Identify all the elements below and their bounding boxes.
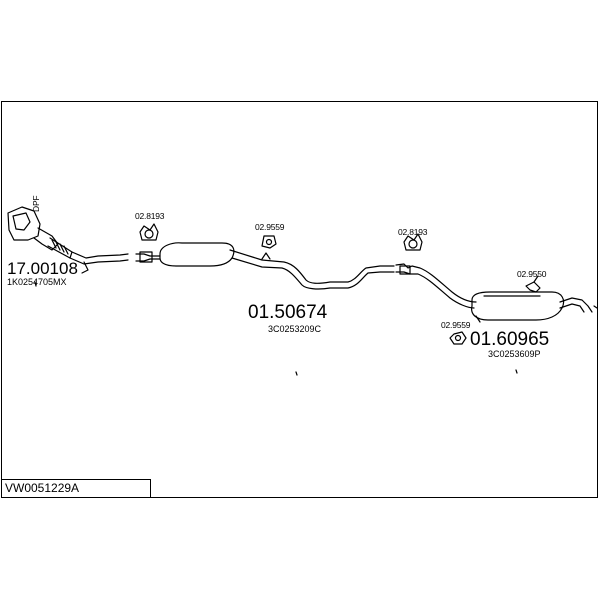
oem-number-1k0254705mx: 1K0254705MX <box>7 277 67 287</box>
hanger-bracket-right-drawing <box>403 233 423 251</box>
rubber-mount-mid-drawing <box>261 235 277 249</box>
rubber-mount-rear-drawing <box>449 331 467 345</box>
oem-number-3c0253609p: 3C0253609P <box>488 349 541 359</box>
dpf-tag: DPF <box>31 195 41 212</box>
hanger-bracket-left-drawing <box>139 223 159 241</box>
diagram-frame <box>1 101 598 498</box>
accessory-code-02-9559-rear: 02.9559 <box>441 320 471 330</box>
part-number-01-60965: 01.60965 <box>470 329 550 350</box>
accessory-code-02-8193-right: 02.8193 <box>398 227 428 237</box>
accessory-code-02-9550: 02.9550 <box>517 269 547 279</box>
dpf-converter-drawing <box>7 206 129 274</box>
part-number-01-50674: 01.50674 <box>248 302 328 323</box>
rear-silencer-drawing <box>395 263 593 321</box>
diagram-reference-box: VW0051229A <box>1 479 151 498</box>
diagram-reference: VW0051229A <box>5 481 80 495</box>
accessory-code-02-9559-mid: 02.9559 <box>255 222 285 232</box>
middle-silencer-drawing <box>135 242 395 290</box>
oem-number-3c0253209c: 3C0253209C <box>268 324 322 334</box>
part-number-17-00108: 17.00108 <box>7 259 78 278</box>
rear-bracket-drawing <box>525 275 541 293</box>
accessory-code-02-8193-left: 02.8193 <box>135 211 165 221</box>
